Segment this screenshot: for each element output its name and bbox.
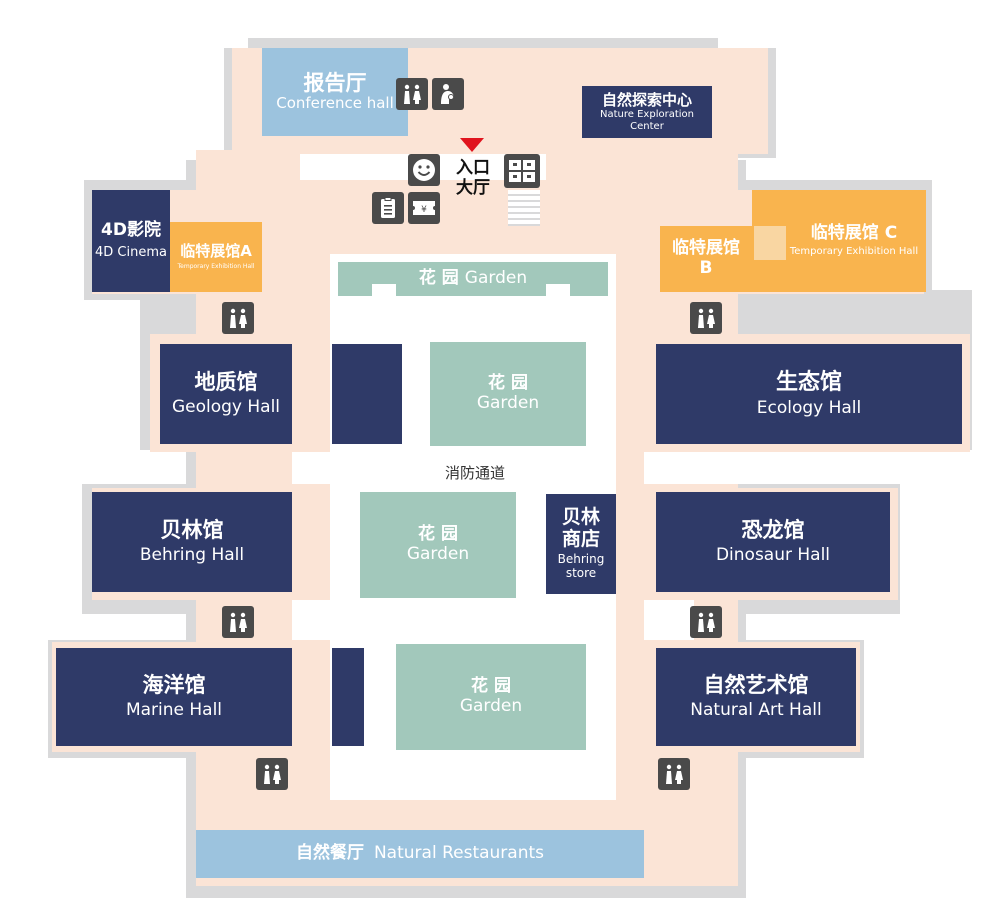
marine-hall[interactable]: 海洋馆 Marine Hall — [56, 648, 292, 746]
dinosaur-cn: 恐龙馆 — [741, 518, 805, 543]
restaurant-cn: 自然餐厅 — [295, 843, 364, 864]
restaurant-en: Natural Restaurants — [373, 843, 545, 864]
garden-1-en: Garden — [476, 393, 540, 413]
natural-art-cn: 自然艺术馆 — [703, 673, 809, 698]
ecology-cn: 生态馆 — [775, 369, 842, 395]
info-desk-icon — [372, 192, 404, 224]
service-smiley-icon — [408, 154, 440, 186]
entrance-hall-label: 入口 大厅 — [452, 158, 494, 199]
nature-exploration-cn: 自然探索中心 — [601, 90, 692, 109]
natural-art-en: Natural Art Hall — [690, 700, 822, 721]
entrance-line2: 大厅 — [456, 178, 490, 199]
entrance-line1: 入口 — [456, 158, 490, 178]
4d-cinema[interactable]: 4D影院 4D Cinema — [92, 190, 170, 292]
garden-3-cn: 花 园 — [471, 676, 511, 697]
garden-3: 花 园 Garden — [396, 644, 586, 750]
marine-cn: 海洋馆 — [142, 673, 206, 698]
behring-store-en2: store — [565, 565, 597, 580]
garden-1-cn: 花 园 — [488, 373, 528, 394]
geology-en: Geology Hall — [171, 397, 281, 418]
behring-cn: 贝林馆 — [160, 518, 224, 543]
garden-1: 花 园 Garden — [430, 342, 586, 446]
marine-en: Marine Hall — [125, 700, 223, 721]
dinosaur-en: Dinosaur Hall — [715, 545, 831, 566]
4d-cinema-en: 4D Cinema — [95, 245, 167, 261]
4d-cinema-cn: 4D影院 — [101, 219, 161, 240]
garden-3-en: Garden — [459, 696, 523, 716]
garden-2-cn: 花 园 — [418, 524, 458, 545]
restroom-icon — [222, 606, 254, 638]
natural-restaurant[interactable]: 自然餐厅 Natural Restaurants — [196, 830, 644, 878]
dinosaur-hall[interactable]: 恐龙馆 Dinosaur Hall — [656, 492, 890, 592]
ecology-hall[interactable]: 生态馆 Ecology Hall — [656, 344, 962, 444]
inner-block-upper — [332, 344, 402, 444]
temp-a-cn: 临特展馆A — [180, 241, 252, 260]
conference-hall[interactable]: 报告厅 Conference hall — [262, 48, 408, 136]
entrance-marker-icon — [460, 138, 484, 152]
restroom-icon — [658, 758, 690, 790]
mother-baby-room-icon — [432, 78, 464, 110]
ecology-en: Ecology Hall — [756, 397, 862, 418]
temp-a-en: Temporary Exhibition Hall — [177, 263, 255, 271]
behring-hall[interactable]: 贝林馆 Behring Hall — [92, 492, 292, 592]
temp-c-en: Temporary Exhibition Hall — [789, 246, 919, 258]
stairs-icon — [508, 190, 540, 226]
locker-icon — [504, 154, 540, 188]
inner-block-lower — [332, 648, 364, 746]
conference-hall-cn: 报告厅 — [303, 71, 367, 96]
behring-store-cn2: 商店 — [561, 528, 600, 551]
ticket-icon: ¥ — [408, 192, 440, 224]
geology-cn: 地质馆 — [194, 370, 258, 395]
temp-b-letter: B — [699, 258, 713, 278]
garden-strip-cn: 花 园 — [418, 268, 459, 289]
behring-store-en1: Behring — [557, 552, 605, 567]
restroom-icon — [222, 302, 254, 334]
temp-b-cn: 临特展馆 — [672, 238, 740, 259]
natural-art-hall[interactable]: 自然艺术馆 Natural Art Hall — [656, 648, 856, 746]
temporary-exhibition-a[interactable]: 临特展馆A Temporary Exhibition Hall — [170, 222, 262, 292]
fire-lane-label: 消防通道 — [444, 464, 505, 482]
conference-hall-en: Conference hall — [276, 94, 394, 113]
garden-2-en: Garden — [406, 544, 470, 564]
svg-text:¥: ¥ — [421, 205, 427, 215]
temporary-exhibition-b[interactable]: 临特展馆 B — [660, 226, 752, 292]
geology-hall[interactable]: 地质馆 Geology Hall — [160, 344, 292, 444]
temp-c-cn: 临特展馆 C — [810, 223, 898, 244]
garden-2: 花 园 Garden — [360, 492, 516, 598]
restroom-icon — [256, 758, 288, 790]
behring-en: Behring Hall — [139, 545, 245, 566]
behring-store-cn1: 贝林 — [561, 506, 600, 529]
restroom-icon — [396, 78, 428, 110]
nature-exploration-en: Nature Exploration Center — [600, 109, 694, 132]
behring-store[interactable]: 贝林 商店 Behring store — [546, 494, 616, 594]
restroom-icon — [690, 606, 722, 638]
restroom-icon — [690, 302, 722, 334]
nature-exploration-center[interactable]: 自然探索中心 Nature Exploration Center — [582, 86, 712, 138]
garden-strip-en: Garden — [464, 268, 528, 289]
